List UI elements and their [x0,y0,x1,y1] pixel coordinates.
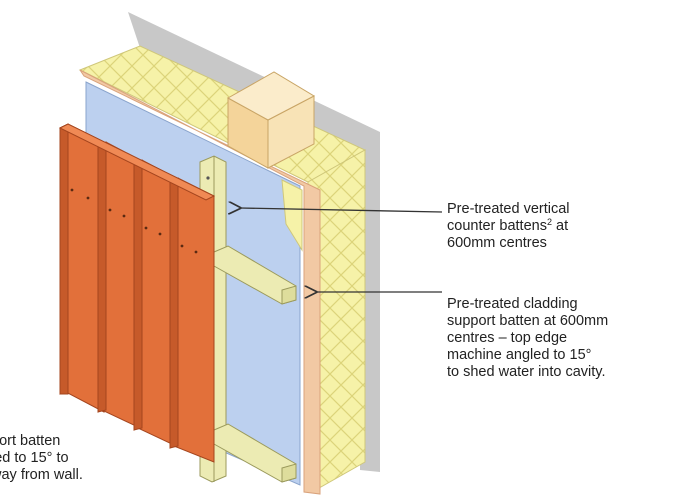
left-caption-line2: led to 15° to [0,450,69,466]
left-caption-line1: port batten [0,433,61,449]
left-caption-label: port batten led to 15° to way from wall. [0,433,124,484]
counter-batten-label-line2: counter battens2 at [447,217,569,235]
cladding-boards [58,123,216,463]
support-batten-label: Pre-treated cladding support batten at 6… [447,296,608,381]
support-batten-label-line2: support batten at 600mm [447,313,609,329]
cladding-top-edge [58,123,216,201]
post-block-top [226,71,316,121]
left-caption-line3: way from wall. [0,467,83,483]
footnote-marker: 2 [546,217,552,227]
counter-batten-label-line3: 600mm centres [447,235,547,251]
breather-membrane [79,69,321,495]
cladding-nails [70,188,198,254]
support-batten-label-line3: centres – top edge [447,330,568,346]
counter-batten-arrow [240,208,443,212]
counter-batten-label: Pre-treated vertical counter battens2 at… [447,201,570,252]
masonry-wall-shadow [128,12,380,472]
support-batten-label-line4: machine angled to 15° [447,347,592,363]
counter-batten-label-line1: Pre-treated vertical [447,201,570,217]
support-batten-label-line5: to shed water into cavity. [447,364,606,380]
support-batten-label-line1: Pre-treated cladding [447,296,578,312]
